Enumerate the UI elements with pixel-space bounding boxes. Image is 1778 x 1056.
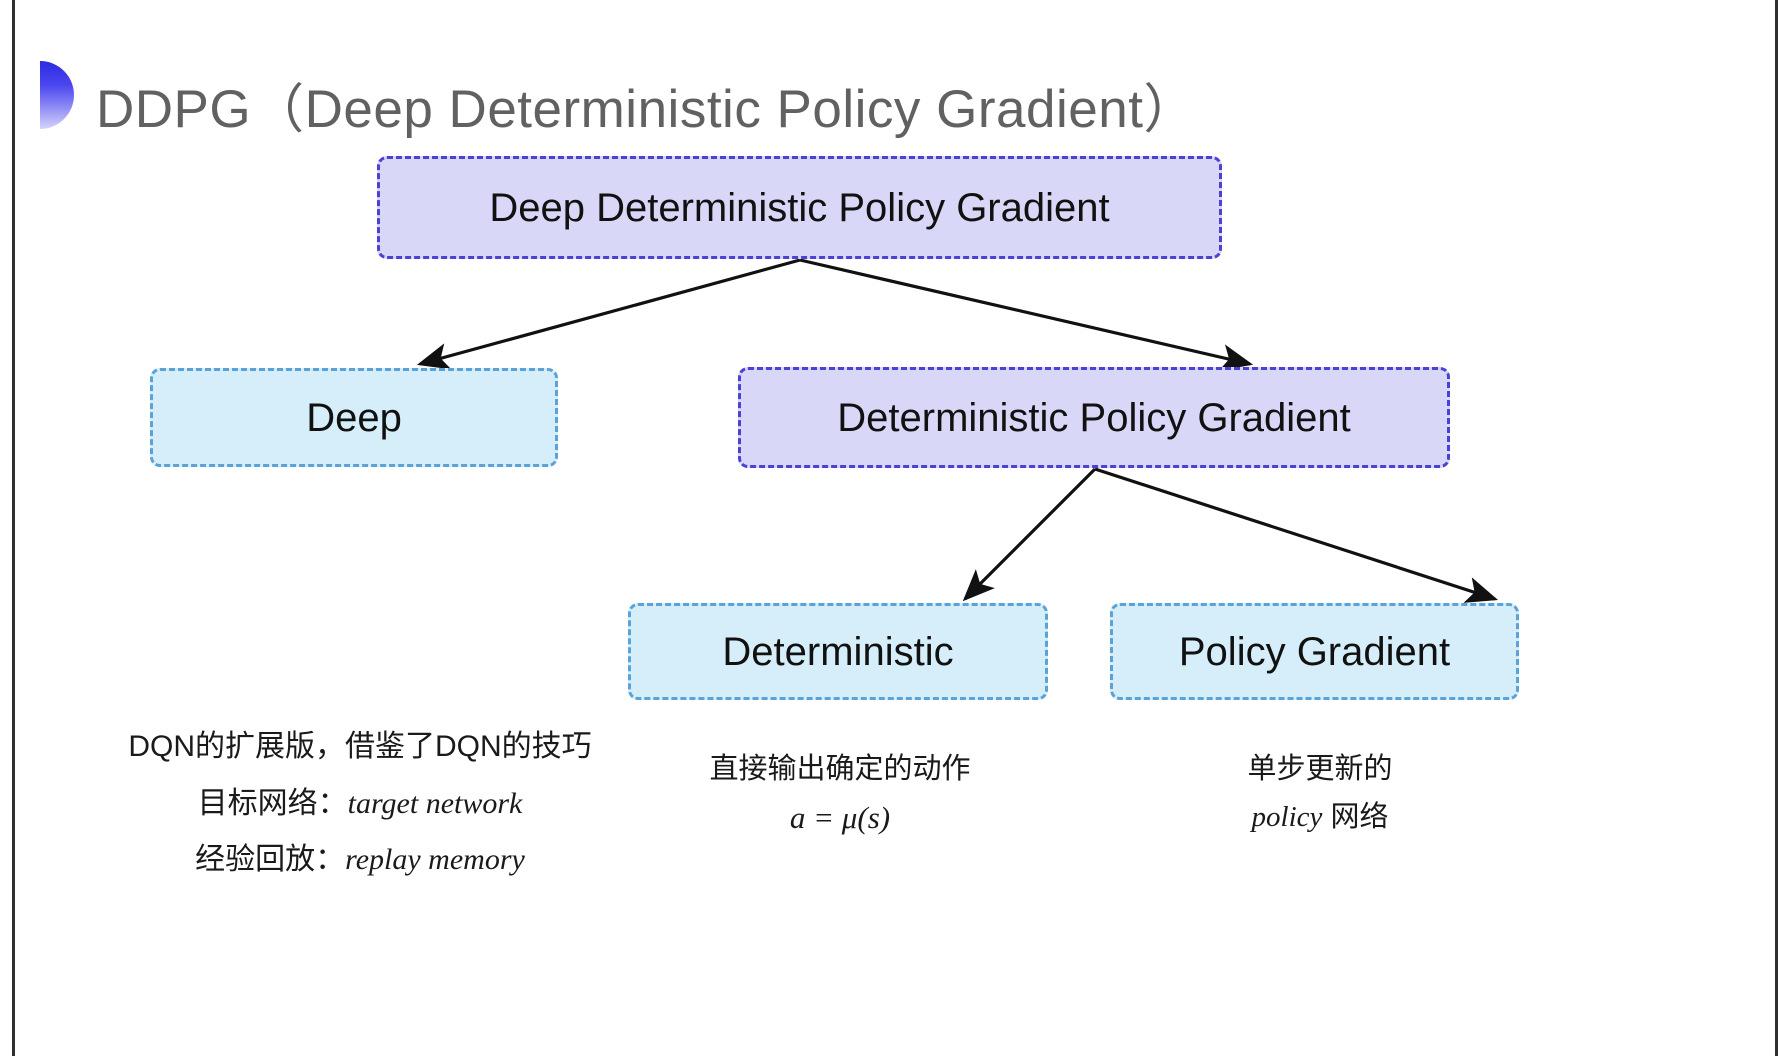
node-label: Deep Deterministic Policy Gradient [489, 185, 1110, 230]
caption-deep-line-3: 经验回放：replay memory [95, 838, 625, 882]
caption-policy-gradient-line-2: policy 网络 [1160, 796, 1480, 838]
node-deep[interactable]: Deep [150, 368, 558, 467]
node-label: Policy Gradient [1178, 629, 1451, 674]
caption-deep-line-1: DQN的扩展版，借鉴了DQN的技巧 [128, 730, 592, 763]
edge-dpg-to-deterministic [962, 467, 1097, 602]
node-label: Deep [306, 395, 402, 440]
edge-root-to-deep [416, 258, 801, 370]
node-label: Deterministic [722, 629, 954, 674]
caption-deep-term-target-network: target network [347, 786, 523, 820]
caption-deterministic-line-1: 直接输出确定的动作 [709, 753, 971, 785]
caption-deterministic-formula: a = μ(s) [789, 800, 891, 836]
edge-dpg-to-policy-gradient [1094, 467, 1499, 603]
caption-deep-label-replay: 经验回放： [195, 843, 346, 876]
node-policy-gradient[interactable]: Policy Gradient [1110, 603, 1519, 700]
caption-deep-term-replay-memory: replay memory [345, 843, 525, 876]
caption-policy-gradient-line-1: 单步更新的 [1247, 753, 1393, 785]
caption-deep-line-2: 目标网络：target network [95, 782, 625, 826]
node-deterministic[interactable]: Deterministic [628, 603, 1048, 700]
slide-frame-right-border [1775, 0, 1778, 1056]
caption-policy-gradient-term: policy [1251, 801, 1323, 834]
node-label: Deterministic Policy Gradient [837, 395, 1351, 440]
edge-root-to-dpg [799, 258, 1254, 371]
title-bullet-half-circle-icon [40, 61, 74, 129]
caption-policy-gradient-suffix: 网络 [1322, 801, 1389, 834]
slide-frame-left-border [12, 0, 15, 1056]
node-deterministic-policy-gradient[interactable]: Deterministic Policy Gradient [738, 367, 1450, 468]
node-deep-deterministic-policy-gradient[interactable]: Deep Deterministic Policy Gradient [377, 156, 1222, 259]
page-title: DDPG（Deep Deterministic Policy Gradient） [96, 80, 1197, 139]
caption-deterministic: 直接输出确定的动作 a = μ(s) [680, 748, 1000, 847]
caption-deep: DQN的扩展版，借鉴了DQN的技巧 目标网络：target network 经验… [95, 725, 625, 895]
caption-deep-label-target: 目标网络： [197, 786, 348, 820]
caption-policy-gradient: 单步更新的 policy 网络 [1160, 748, 1480, 844]
